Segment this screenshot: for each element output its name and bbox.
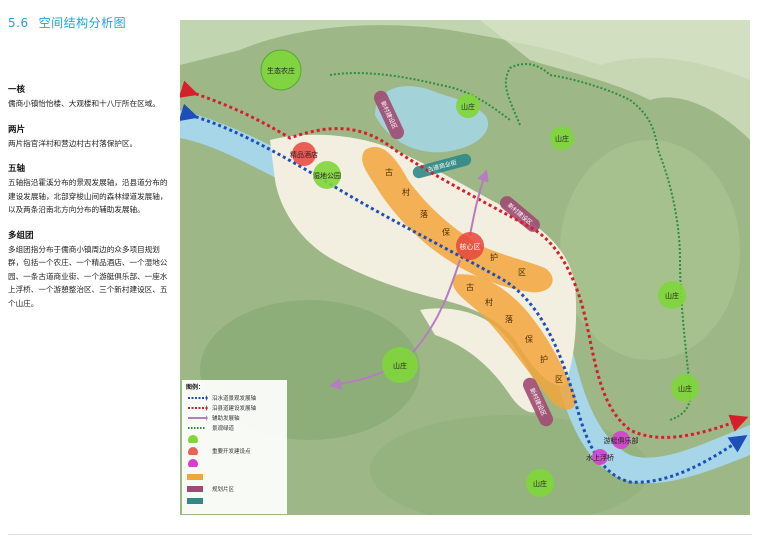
shan-node-5 bbox=[382, 347, 418, 383]
two-areas-heading: 两片 bbox=[8, 124, 26, 135]
shan-node-6 bbox=[526, 469, 554, 497]
five-axes-heading: 五轴 bbox=[8, 164, 26, 174]
legend-row-orange-rect bbox=[186, 473, 212, 481]
legend-row-water-axis: 沿水道景观发展轴 bbox=[186, 394, 256, 402]
legend-row-magenta-circle bbox=[186, 459, 212, 467]
shan-node-3 bbox=[658, 281, 686, 309]
zone2-char-2: 落 bbox=[505, 314, 513, 324]
legend-row-teal-rect bbox=[186, 497, 212, 505]
legend-label-purple-rect: 规划片区 bbox=[212, 487, 235, 493]
farm-label: 生态农庄 bbox=[267, 66, 295, 75]
description-panel: 一核 儒商小镇怡怡楼、大观楼和十八厅所在区域。 两片 两片指官洋村和营边村古村落… bbox=[8, 83, 173, 322]
clusters-heading: 多组团 bbox=[8, 230, 34, 241]
map-svg: 生态农庄 精品酒店 湿地公园 核心区 山庄 山庄 山庄 山庄 山庄 山庄 游艇俱… bbox=[180, 20, 750, 515]
farm-node bbox=[260, 49, 302, 91]
shan3-label: 山庄 bbox=[665, 291, 679, 300]
shan-node-1 bbox=[456, 94, 480, 118]
zone2-char-4: 护 bbox=[540, 354, 548, 364]
legend-row-red-circle: 重要开发建设点 bbox=[186, 447, 251, 455]
shan4-label: 山庄 bbox=[678, 384, 692, 393]
structure-map: 生态农庄 精品酒店 湿地公园 核心区 山庄 山庄 山庄 山庄 山庄 山庄 游艇俱… bbox=[180, 20, 750, 515]
core-heading: 一核 bbox=[8, 85, 26, 95]
shan5-label: 山庄 bbox=[393, 361, 407, 370]
page-title: 5.6 空间结构分析图 bbox=[8, 14, 126, 31]
green-dotted-icon bbox=[188, 427, 206, 429]
section-title: 空间结构分析图 bbox=[38, 16, 127, 30]
five-axes-body: 五轴指沿霍溪分布的景观发展轴，沿县道分布的建设发展轴，北部穿梭山间的森林绿道发展… bbox=[8, 178, 168, 214]
auxiliary-axis-southwest bbox=[329, 259, 461, 390]
zone2-char-3: 保 bbox=[525, 334, 533, 344]
wetland-node bbox=[313, 161, 341, 189]
orange-rect-icon bbox=[187, 474, 203, 480]
legend-row-green-circle bbox=[186, 435, 212, 443]
green-circle-icon bbox=[188, 435, 198, 443]
legend-row-aux-axis: 辅助发展轴 bbox=[186, 414, 240, 422]
magenta-circle-icon bbox=[188, 459, 198, 467]
legend-label-red-circle: 重要开发建设点 bbox=[212, 449, 251, 455]
legend-label-greenway: 景观绿道 bbox=[212, 426, 235, 432]
terrain-east bbox=[560, 140, 740, 360]
purple-rect-icon bbox=[187, 486, 203, 492]
section-number: 5.6 bbox=[8, 16, 29, 30]
zone2-char-0: 古 bbox=[466, 282, 474, 292]
hotel-node bbox=[292, 142, 316, 166]
zone1-char-2: 落 bbox=[420, 209, 428, 219]
core-section: 一核 儒商小镇怡怡楼、大观楼和十八厅所在区域。 bbox=[8, 83, 173, 111]
two-areas-section: 两片 两片指官洋村和营边村古村落保护区。 bbox=[8, 123, 173, 151]
footer-divider bbox=[8, 534, 752, 535]
shan-node-4 bbox=[671, 374, 699, 402]
zone2-char-5: 区 bbox=[555, 375, 563, 384]
core-body: 儒商小镇怡怡楼、大观楼和十八厅所在区域。 bbox=[8, 99, 160, 108]
core-label: 核心区 bbox=[460, 242, 481, 251]
legend-label-road-axis: 沿县道建设发展轴 bbox=[212, 406, 257, 412]
legend-label-aux-axis: 辅助发展轴 bbox=[212, 416, 240, 422]
zone1-char-5: 区 bbox=[518, 268, 526, 277]
hotel-label: 精品酒店 bbox=[290, 150, 318, 159]
county-road-axis bbox=[180, 80, 749, 439]
yacht-node bbox=[612, 431, 630, 449]
clusters-body: 多组团指分布于儒商小镇周边的众多项目规划群，包括一个农庄、一个精品酒店、一个湿地… bbox=[8, 244, 168, 308]
zone1-char-1: 村 bbox=[402, 187, 410, 197]
zone1-char-0: 古 bbox=[385, 167, 393, 177]
core-circle bbox=[456, 232, 484, 260]
bridge-label: 水上浮桥 bbox=[586, 453, 614, 462]
shan6-label: 山庄 bbox=[533, 479, 547, 488]
purple-arrow-icon bbox=[188, 415, 208, 421]
legend-row-greenway: 景观绿道 bbox=[186, 424, 234, 432]
wetland-label: 湿地公园 bbox=[313, 171, 341, 180]
legend-title: 图例： bbox=[186, 384, 205, 391]
zone1-char-3: 保 bbox=[442, 227, 450, 237]
red-circle-icon bbox=[188, 447, 198, 455]
two-areas-body: 两片指官洋村和营边村古村落保护区。 bbox=[8, 138, 138, 148]
shan2-label: 山庄 bbox=[555, 134, 569, 143]
terrain-pale-northeast bbox=[480, 20, 750, 140]
zone1-char-4: 护 bbox=[490, 252, 498, 262]
five-axes-section: 五轴 五轴指沿霍溪分布的景观发展轴，沿县道分布的建设发展轴，北部穿梭山间的森林绿… bbox=[8, 162, 173, 217]
legend-row-purple-rect: 规划片区 bbox=[186, 485, 234, 493]
yacht-label: 游艇俱乐部 bbox=[604, 436, 639, 445]
legend-row-road-axis: 沿县道建设发展轴 bbox=[186, 404, 256, 412]
zone2-char-1: 村 bbox=[485, 297, 493, 307]
shan-node-2 bbox=[550, 126, 574, 150]
blue-arrow-icon bbox=[188, 395, 208, 401]
map-legend: 图例： 沿水道景观发展轴 沿县道建设发展轴 辅助发展轴 景观绿道 重要开发建设点… bbox=[182, 380, 287, 514]
shan1-label: 山庄 bbox=[461, 102, 475, 111]
red-arrow-icon bbox=[188, 405, 208, 411]
bridge-node bbox=[592, 449, 608, 465]
legend-label-water-axis: 沿水道景观发展轴 bbox=[212, 396, 257, 402]
auxiliary-axis-north bbox=[469, 169, 489, 236]
teal-rect-icon bbox=[187, 498, 203, 504]
clusters-section: 多组团 多组团指分布于儒商小镇周边的众多项目规划群，包括一个农庄、一个精品酒店、… bbox=[8, 229, 173, 311]
